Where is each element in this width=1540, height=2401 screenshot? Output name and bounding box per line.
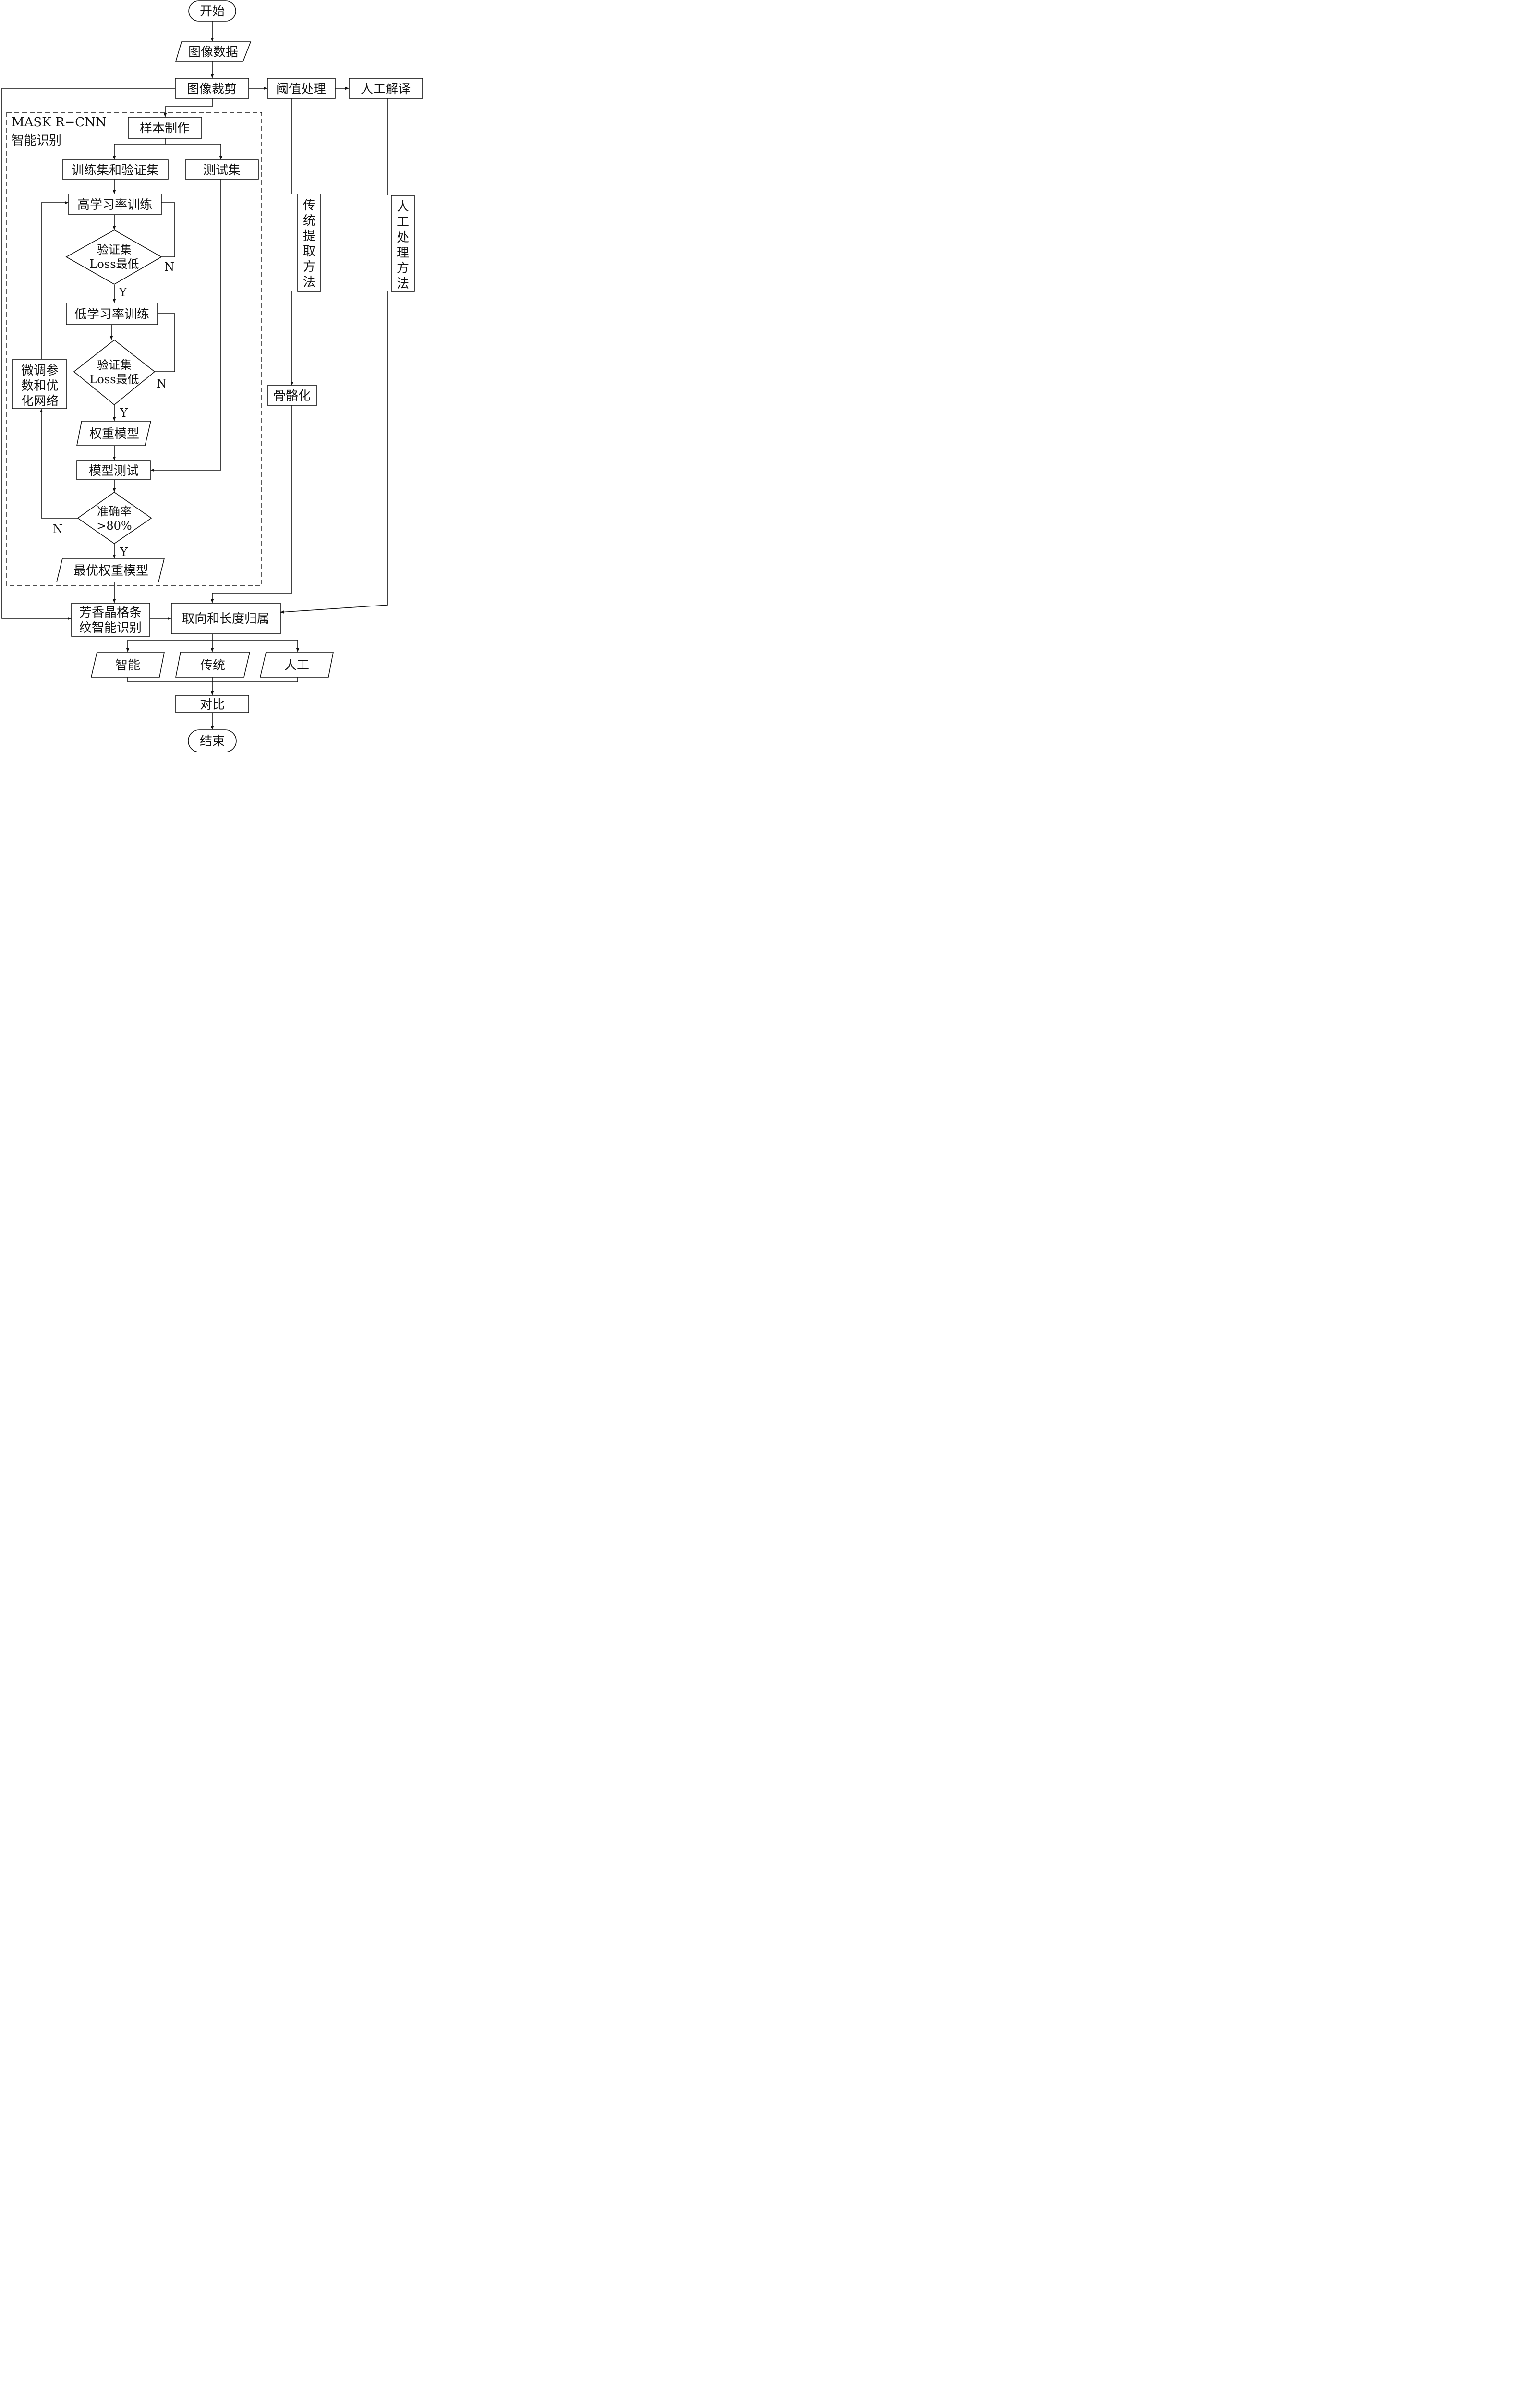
svg-text:人: 人 [397, 200, 409, 214]
svg-text:Loss最低: Loss最低 [89, 373, 139, 386]
flowchart: MASK R−CNN 智能识别 [1, 0, 423, 752]
group-title: MASK R−CNN [12, 115, 107, 130]
svg-text:取向和长度归属: 取向和长度归属 [182, 612, 269, 626]
svg-text:>80%: >80% [97, 519, 132, 533]
image-crop-node: 图像裁剪 [175, 78, 249, 99]
svg-text:化网络: 化网络 [21, 394, 59, 409]
manual-interpret-node: 人工解译 [349, 78, 423, 99]
output-manual-node: 人工 [259, 652, 334, 678]
train-val-set-node: 训练集和验证集 [62, 159, 169, 180]
svg-text:统: 统 [303, 214, 315, 228]
svg-text:智能: 智能 [115, 658, 140, 673]
svg-text:高学习率训练: 高学习率训练 [77, 198, 152, 212]
svg-text:理: 理 [397, 246, 409, 260]
model-test-node: 模型测试 [76, 460, 151, 480]
connectors [1, 21, 388, 730]
svg-text:芳香晶格条: 芳香晶格条 [79, 606, 142, 620]
svg-text:微调参: 微调参 [21, 364, 59, 378]
start-node: 开始 [188, 0, 236, 22]
svg-text:图像数据: 图像数据 [188, 45, 238, 60]
svg-text:法: 法 [397, 277, 409, 291]
compare-node: 对比 [175, 695, 249, 713]
svg-text:法: 法 [303, 275, 315, 290]
svg-text:低学习率训练: 低学习率训练 [74, 307, 149, 322]
svg-text:结束: 结束 [200, 734, 225, 749]
low-lr-train-node: 低学习率训练 [66, 303, 158, 325]
label-y-2: Y [120, 406, 128, 420]
svg-text:传统: 传统 [200, 658, 225, 673]
svg-text:骨骼化: 骨骼化 [273, 389, 311, 403]
weight-model-node: 权重模型 [76, 421, 152, 446]
end-node: 结束 [188, 729, 237, 752]
svg-text:最优权重模型: 最优权重模型 [73, 564, 148, 578]
aroma-lattice-node: 芳香晶格条 纹智能识别 [71, 603, 150, 637]
svg-text:准确率: 准确率 [97, 505, 132, 518]
skeletonize-node: 骨骼化 [267, 385, 317, 406]
svg-text:方: 方 [303, 260, 315, 274]
label-n-1: N [164, 260, 174, 274]
label-y-3: Y [120, 546, 128, 559]
svg-text:验证集: 验证集 [97, 358, 132, 372]
svg-text:图像裁剪: 图像裁剪 [187, 82, 237, 97]
svg-text:权重模型: 权重模型 [89, 427, 139, 441]
svg-text:样本制作: 样本制作 [140, 121, 190, 136]
output-traditional-node: 传统 [175, 652, 251, 678]
svg-text:提: 提 [303, 229, 315, 243]
label-n-3: N [53, 522, 63, 536]
svg-text:人工: 人工 [284, 658, 309, 673]
svg-text:测试集: 测试集 [203, 163, 241, 178]
label-y-1: Y [119, 286, 127, 299]
orientation-length-node: 取向和长度归属 [171, 603, 281, 634]
sample-making-node: 样本制作 [128, 117, 202, 139]
svg-text:对比: 对比 [200, 698, 225, 712]
mask-rcnn-group [6, 112, 262, 586]
svg-text:纹智能识别: 纹智能识别 [79, 621, 142, 635]
svg-text:阈值处理: 阈值处理 [276, 82, 326, 97]
manual-method-node: 人 工 处 理 方 法 [391, 195, 415, 292]
svg-text:训练集和验证集: 训练集和验证集 [72, 163, 159, 178]
group-subtitle: 智能识别 [12, 133, 61, 148]
finetune-node: 微调参 数和优 化网络 [12, 359, 67, 409]
val-loss-decision-2: 验证集 Loss最低 [73, 339, 156, 406]
svg-text:开始: 开始 [200, 4, 225, 19]
test-set-node: 测试集 [185, 159, 259, 180]
image-data-node: 图像数据 [175, 41, 252, 62]
svg-text:工: 工 [397, 215, 409, 230]
svg-text:人工解译: 人工解译 [361, 82, 411, 97]
high-lr-train-node: 高学习率训练 [68, 194, 162, 215]
svg-text:Loss最低: Loss最低 [89, 257, 139, 271]
svg-text:取: 取 [303, 244, 315, 259]
label-n-2: N [157, 377, 167, 390]
val-loss-decision-1: 验证集 Loss最低 [65, 230, 162, 285]
svg-text:传: 传 [303, 198, 315, 213]
svg-text:模型测试: 模型测试 [89, 464, 139, 478]
svg-text:处: 处 [397, 230, 409, 245]
svg-text:数和优: 数和优 [21, 379, 59, 393]
best-weight-model-node: 最优权重模型 [56, 558, 165, 582]
traditional-method-node: 传 统 提 取 方 法 [297, 194, 321, 292]
svg-text:验证集: 验证集 [97, 243, 132, 256]
accuracy-decision: 准确率 >80% [77, 492, 152, 544]
svg-text:方: 方 [397, 261, 409, 276]
output-smart-node: 智能 [90, 652, 165, 678]
threshold-node: 阈值处理 [267, 78, 336, 99]
